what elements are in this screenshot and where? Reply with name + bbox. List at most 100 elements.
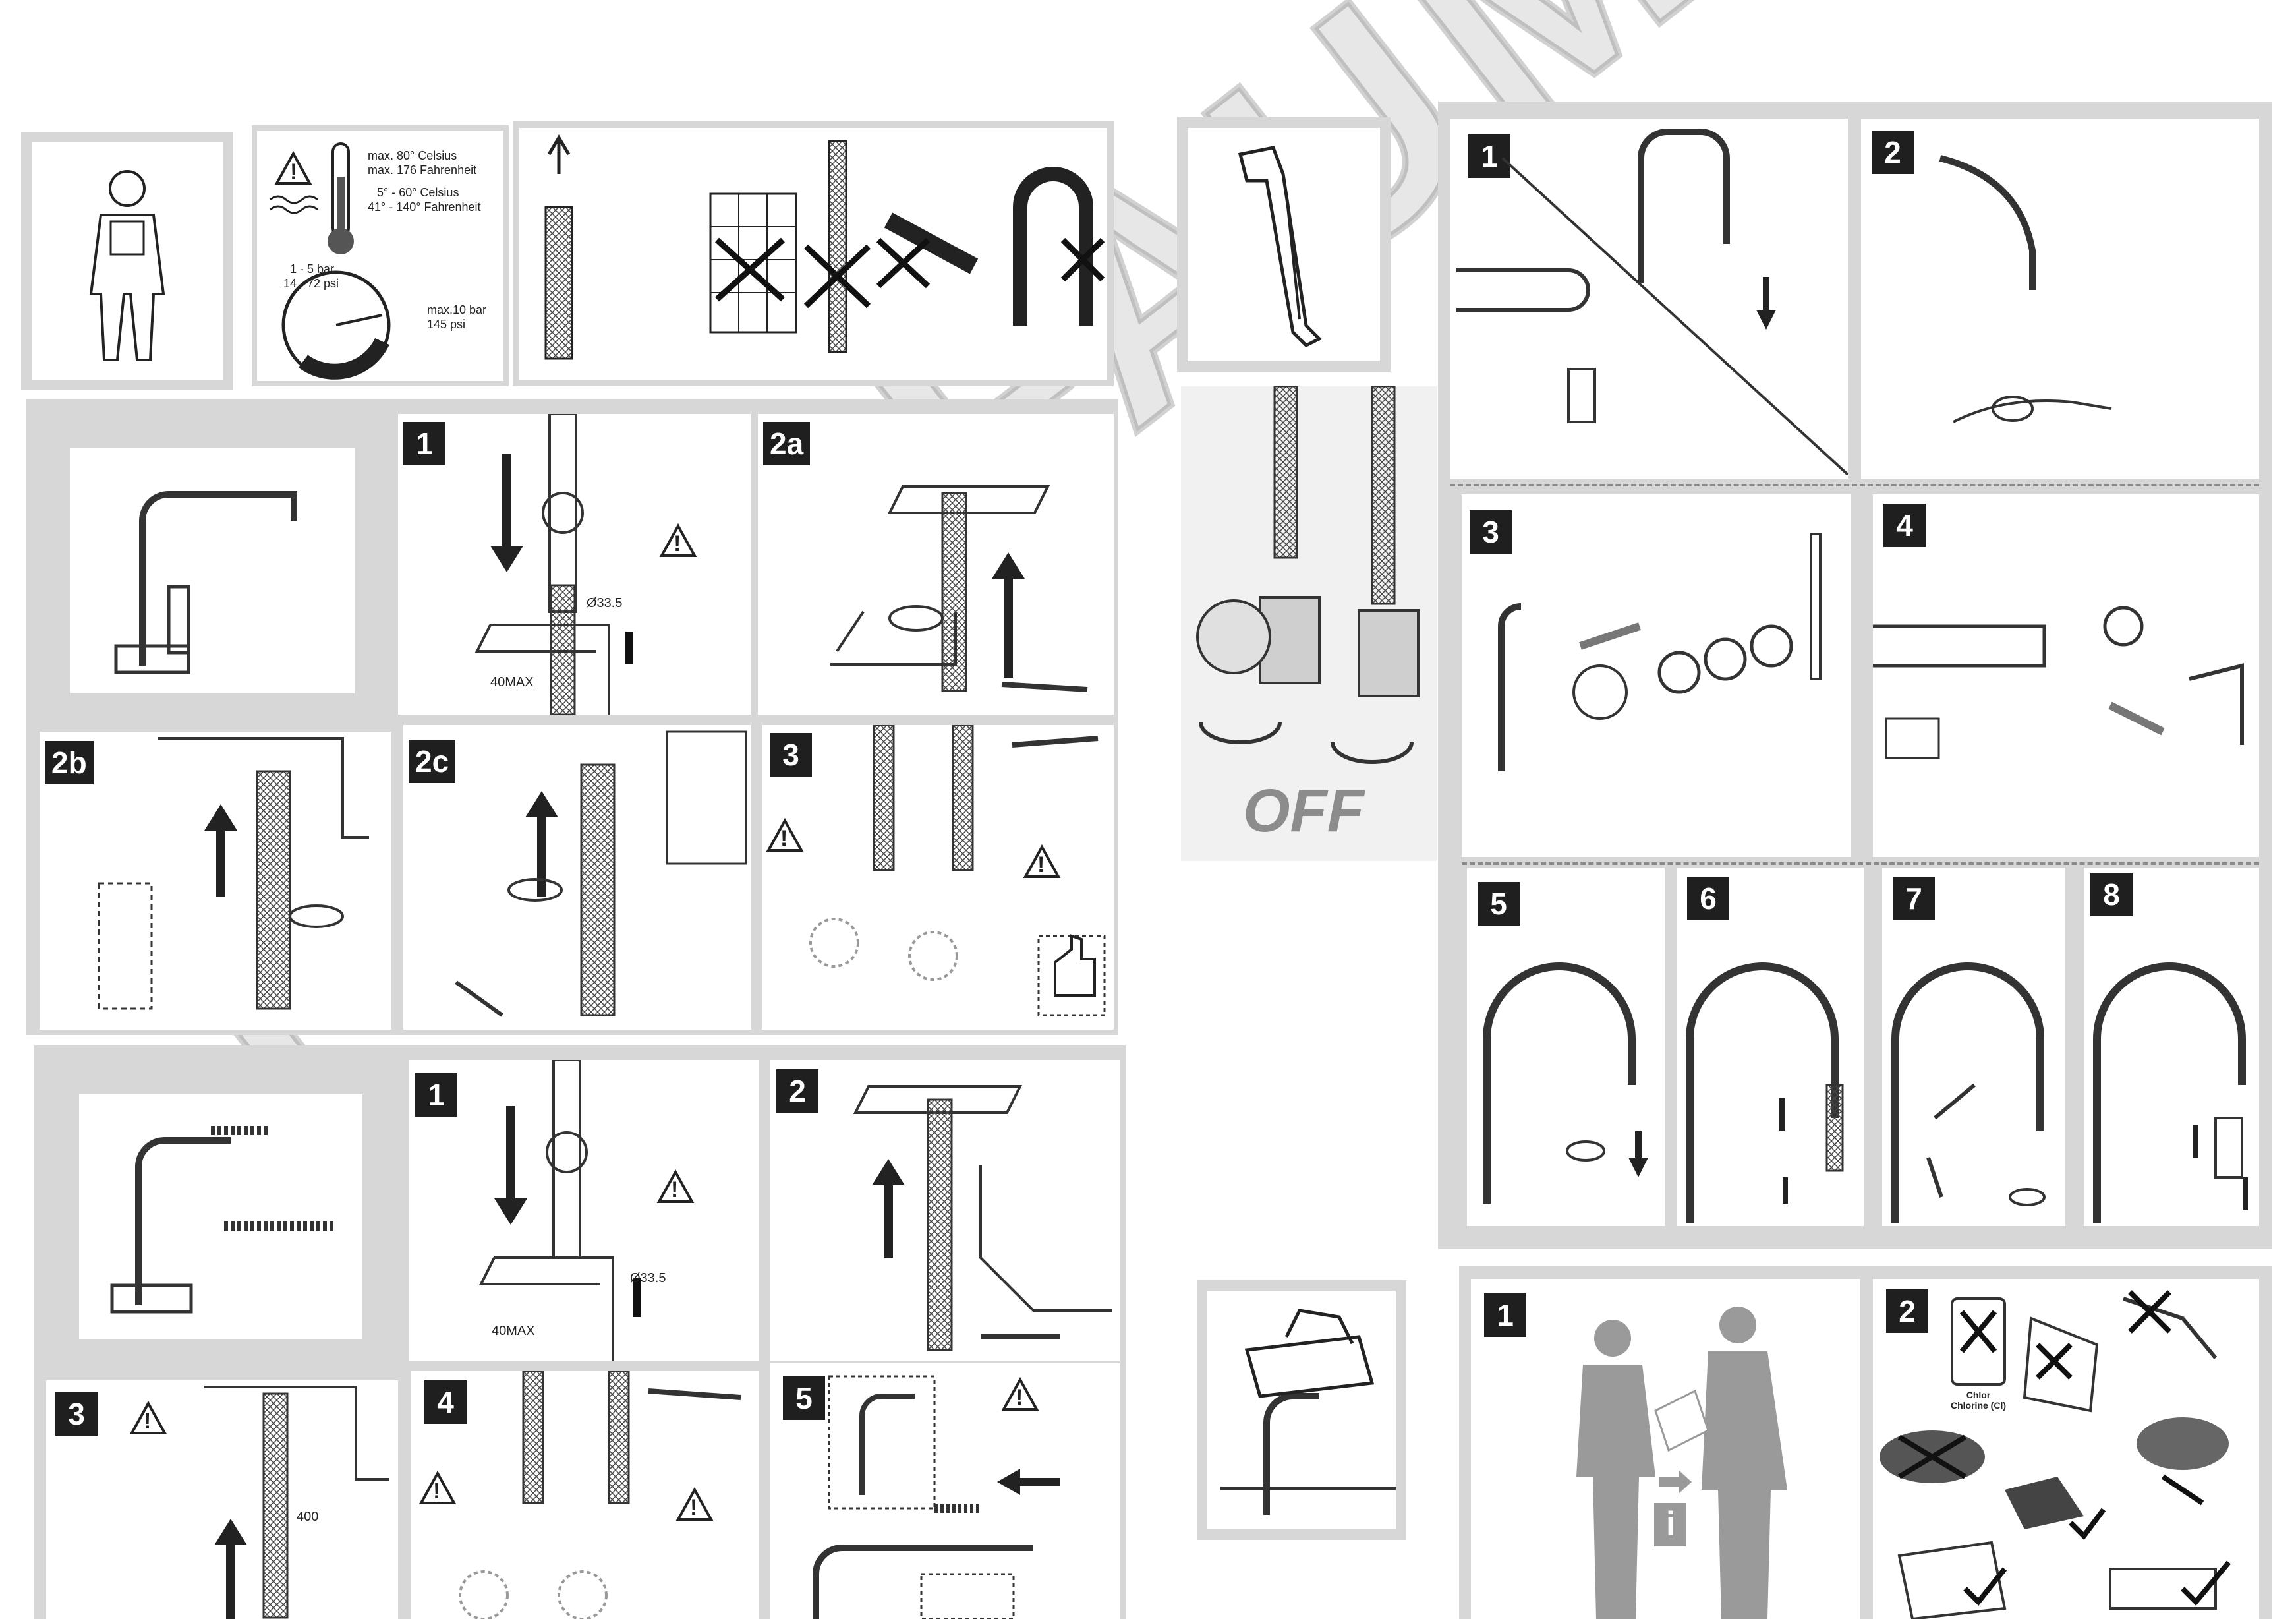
step-badge: 2 xyxy=(1872,131,1914,174)
step-badge: 3 xyxy=(55,1392,98,1436)
hose-length-label: 400 xyxy=(297,1510,319,1524)
cross-icon xyxy=(2128,1290,2171,1334)
warning-icon xyxy=(675,1487,714,1521)
warning-icon xyxy=(129,1400,167,1434)
install-a-step3: 3 ! ! xyxy=(762,725,1114,1030)
install-b-step4: 4 ! ! xyxy=(411,1371,759,1619)
step-badge: 6 xyxy=(1687,877,1729,920)
wrench-icon xyxy=(1238,146,1323,348)
svg-text:!: ! xyxy=(780,826,788,851)
svg-text:!: ! xyxy=(671,1177,678,1202)
pressure-range-psi: 14 - 72 psi xyxy=(283,277,339,290)
gauge-zero: 0 xyxy=(323,361,330,374)
step-badge: 8 xyxy=(2090,873,2133,916)
maintenance-step7: 7 xyxy=(1882,868,2065,1226)
right-arrow-icon xyxy=(1579,622,1641,650)
max-thickness-label: 40MAX xyxy=(490,675,534,690)
step-badge: 2a xyxy=(763,422,811,465)
install-b-overview xyxy=(79,1094,362,1339)
svg-text:!: ! xyxy=(674,531,681,556)
dashed-separator xyxy=(1450,484,2259,486)
info-icon: i xyxy=(1666,1505,1676,1543)
cross-icon xyxy=(714,237,786,302)
shutoff-panel: OFF xyxy=(1181,386,1437,861)
svg-text:!: ! xyxy=(433,1479,440,1504)
install-a-overview xyxy=(70,448,355,693)
maintenance-step5: 5 xyxy=(1467,868,1665,1226)
cross-icon xyxy=(1959,1310,1997,1353)
step-badge: 3 xyxy=(770,733,812,777)
svg-text:!: ! xyxy=(690,1495,697,1520)
step-badge: 2c xyxy=(409,740,456,783)
step-badge: 7 xyxy=(1893,877,1935,920)
temp-range-f: 41° - 140° Fahrenheit xyxy=(368,200,481,214)
handover-people-icon xyxy=(1576,1307,1787,1619)
step-badge: 4 xyxy=(424,1380,467,1424)
step-badge: 3 xyxy=(1470,510,1512,554)
pull-out-faucet-icon xyxy=(110,1126,336,1314)
installer-figure-icon xyxy=(89,170,165,361)
step-badge: 5 xyxy=(1478,882,1520,926)
handover-panel xyxy=(1207,1291,1396,1529)
cross-icon xyxy=(2036,1343,2073,1380)
step-badge: 5 xyxy=(783,1376,825,1420)
step-badge: 4 xyxy=(1883,504,1926,547)
diameter-label: Ø33.5 xyxy=(630,1271,666,1285)
svg-text:!: ! xyxy=(144,1409,151,1434)
maintenance-step8: 8 xyxy=(2084,868,2259,1226)
warning-icon xyxy=(418,1470,457,1504)
cross-icon xyxy=(1060,237,1105,282)
check-icon xyxy=(2181,1560,2231,1606)
pressure-max-bar: max.10 bar xyxy=(427,303,487,316)
off-label: OFF xyxy=(1243,777,1364,844)
step-badge: 1 xyxy=(1484,1293,1526,1337)
cross-icon xyxy=(876,237,931,289)
maintenance-step6: 6 xyxy=(1677,868,1864,1226)
cross-icon xyxy=(803,244,871,309)
svg-text:!: ! xyxy=(290,160,297,185)
warning-icon xyxy=(274,150,312,185)
install-a-step2b: 2b xyxy=(40,732,391,1030)
step-badge: 2 xyxy=(1886,1289,1928,1333)
cross-icon xyxy=(2161,1474,2204,1506)
pressure-range-bar: 1 - 5 bar xyxy=(290,262,335,276)
care-step2: 2 Chlor Chlorine (Cl) xyxy=(1873,1279,2259,1619)
manual-icon xyxy=(1220,1309,1396,1515)
check-icon xyxy=(1963,1567,2007,1606)
installer-panel xyxy=(32,142,223,380)
temp-max-c: max. 80° Celsius xyxy=(368,149,457,162)
right-arrow-icon xyxy=(2108,701,2165,736)
step-badge: 2b xyxy=(45,741,94,784)
max-thickness-label: 40MAX xyxy=(492,1324,535,1338)
step-badge: 2 xyxy=(776,1069,818,1113)
warning-icon xyxy=(1023,844,1061,878)
step-badge: 1 xyxy=(1468,134,1510,178)
warning-icon xyxy=(656,1169,695,1203)
diameter-label: Ø33.5 xyxy=(587,596,623,610)
tools-panel xyxy=(1188,128,1380,361)
warning-icon xyxy=(766,817,804,852)
hose-panel xyxy=(519,128,1107,380)
cross-icon xyxy=(1897,1434,1967,1479)
maintenance-step1: 1 xyxy=(1450,119,1848,479)
install-b-step3: 3 ! 400 xyxy=(46,1380,398,1619)
install-b-step5: 5 ! xyxy=(770,1363,1120,1619)
install-a-step2a: 2a xyxy=(758,414,1114,715)
chlorine-label: Chlor Chlorine (Cl) xyxy=(1951,1390,2006,1411)
pressure-max-psi: 145 psi xyxy=(427,318,466,331)
warning-icon xyxy=(659,523,697,557)
chlorine-bottle-icon xyxy=(1951,1297,2006,1386)
warning-icon xyxy=(1001,1376,1039,1411)
install-a-step2c: 2c xyxy=(403,725,751,1030)
temp-range-c: 5° - 60° Celsius xyxy=(377,186,459,199)
install-b-step2: 2 xyxy=(770,1060,1120,1361)
svg-text:!: ! xyxy=(1016,1385,1023,1410)
temp-max-f: max. 176 Fahrenheit xyxy=(368,163,477,177)
maintenance-step2: 2 xyxy=(1861,119,2259,479)
step-badge: 1 xyxy=(403,422,445,465)
install-b-step1: 1 ! Ø33.5 40MAX xyxy=(409,1060,759,1361)
maintenance-step4: 4 xyxy=(1873,494,2259,857)
care-step1: 1 i xyxy=(1471,1279,1860,1619)
shutoff-valve-icon xyxy=(1196,386,1420,764)
svg-text:!: ! xyxy=(1037,852,1045,877)
